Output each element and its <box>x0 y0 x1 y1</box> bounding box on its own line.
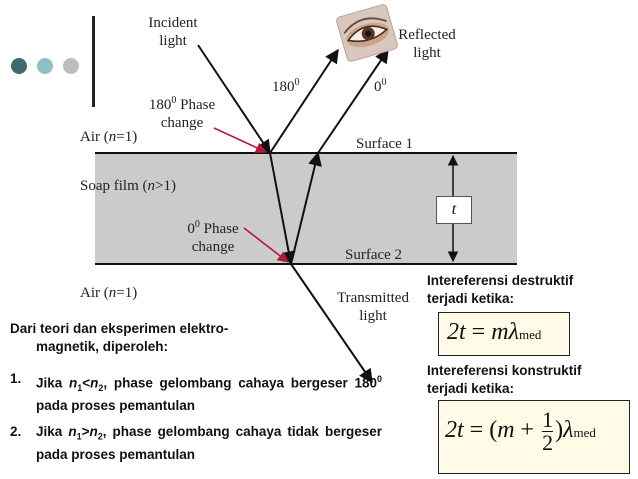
decor-dot-3 <box>63 58 79 74</box>
phase-0-pointer <box>243 227 289 263</box>
thickness-box: t <box>436 196 472 224</box>
surface-1-label: Surface 1 <box>356 136 414 152</box>
phase-180-change-label: 1800 Phase change <box>148 95 216 131</box>
reflected-ray-2 <box>317 48 389 154</box>
decor-vertical-bar <box>92 16 95 107</box>
destructive-formula-box: 2t = mλmed <box>438 312 570 356</box>
phase-0-change-label: 00 Phase change <box>187 219 239 255</box>
phase-180-angle-label: 1800 <box>272 77 300 95</box>
notes-item-1: 1. Jika n1<n2, phase gelombang cahaya be… <box>10 371 382 414</box>
phase-0-angle-label: 00 <box>374 77 387 95</box>
notes-intro: Dari teori dan eksperimen elektro-magnet… <box>10 321 229 354</box>
incident-light-label: Incident light <box>148 15 198 49</box>
destructive-formula: 2t = mλmed <box>447 319 542 345</box>
air-bottom-label: Air (n=1) <box>80 285 138 301</box>
eye-icon <box>336 4 398 62</box>
incident-ray <box>197 44 271 155</box>
decor-dot-1 <box>11 58 27 74</box>
transmitted-light-label: Transmitted light <box>337 290 409 324</box>
reflected-light-label: Reflected light <box>398 27 456 61</box>
air-top-label: Air (n=1) <box>80 129 138 145</box>
theory-notes: Dari teori dan eksperimen elektro-magnet… <box>10 320 382 464</box>
reflected-ray-1 <box>269 48 339 154</box>
soap-film-label: Soap film (n>1) <box>80 178 176 194</box>
phase-180-pointer <box>213 127 268 153</box>
internal-reflected-ray <box>290 151 322 265</box>
notes-item-2: 2. Jika n1>n2, phase gelombang cahaya ti… <box>10 424 382 462</box>
constructive-heading: Intereferensi konstruktif terjadi ketika… <box>427 363 582 396</box>
destructive-heading: Intereferensi destruktif terjadi ketika: <box>427 273 574 306</box>
transmitted-ray <box>290 263 373 384</box>
surface-2-label: Surface 2 <box>345 247 403 263</box>
refracted-ray-down <box>269 152 296 266</box>
decor-dot-2 <box>37 58 53 74</box>
